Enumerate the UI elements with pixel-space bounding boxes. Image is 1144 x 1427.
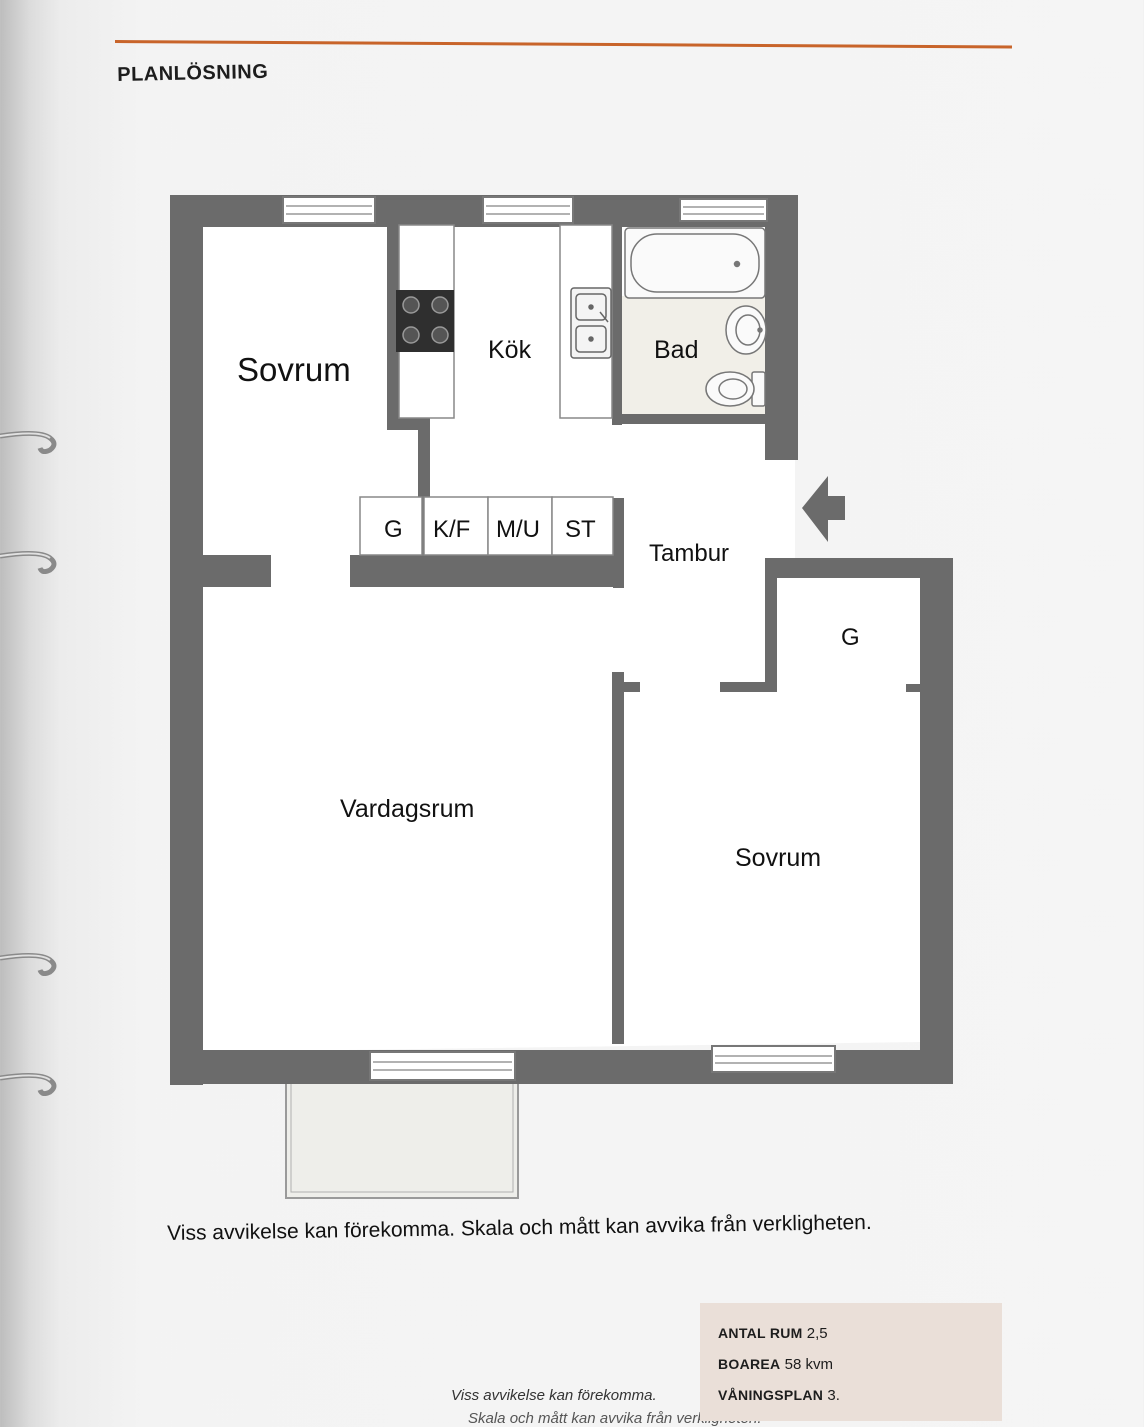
room-label-vardagsrum: Vardagsrum — [340, 795, 474, 823]
fact-row: VÅNINGSPLAN 3. — [718, 1387, 840, 1404]
fact-label: VÅNINGSPLAN — [718, 1387, 824, 1403]
bathtub-icon — [624, 227, 766, 299]
toilet-icon — [705, 371, 766, 407]
fact-label: BOAREA — [718, 1356, 781, 1372]
room-label-tambur: Tambur — [649, 540, 729, 567]
room-label-sovrum-1: Sovrum — [237, 351, 351, 388]
room-label-kok: Kök — [488, 336, 532, 364]
fact-value: 2,5 — [806, 1325, 828, 1342]
window-panes — [286, 205, 832, 1071]
storage-label-st: ST — [565, 516, 596, 543]
fact-row: BOAREA 58 kvm — [718, 1356, 833, 1373]
property-facts-box: ANTAL RUM 2,5 BOAREA 58 kvm VÅNINGSPLAN … — [700, 1303, 1002, 1421]
room-label-sovrum-2: Sovrum — [735, 844, 821, 872]
balcony — [285, 1081, 519, 1199]
fact-label: ANTAL RUM — [718, 1325, 803, 1341]
binder-ring-icon — [0, 1072, 57, 1096]
fact-value: 3. — [827, 1387, 840, 1404]
binder-ring-icon — [0, 430, 57, 454]
room-label-garderob: G — [841, 624, 860, 651]
footer-note: Viss avvikelse kan förekomma. — [451, 1387, 657, 1404]
windows — [282, 196, 836, 1081]
sink-icon — [570, 287, 612, 359]
room-label-bad: Bad — [654, 336, 698, 364]
storage-label-g: G — [384, 516, 403, 543]
fact-row: ANTAL RUM 2,5 — [718, 1325, 828, 1342]
storage-label-kf: K/F — [433, 516, 470, 543]
floor-plan: Sovrum Kök Bad Tambur Vardagsrum Sovrum … — [170, 195, 953, 1199]
binder-ring-icon — [0, 550, 57, 574]
washbasin-icon — [725, 305, 767, 355]
fact-value: 58 kvm — [784, 1356, 834, 1373]
storage-label-mu: M/U — [496, 516, 540, 543]
floor-area — [201, 225, 920, 1052]
stove-icon — [396, 290, 454, 352]
binder-ring-icon — [0, 952, 57, 976]
storage-units — [359, 496, 614, 556]
entrance-arrow-icon — [802, 476, 845, 542]
